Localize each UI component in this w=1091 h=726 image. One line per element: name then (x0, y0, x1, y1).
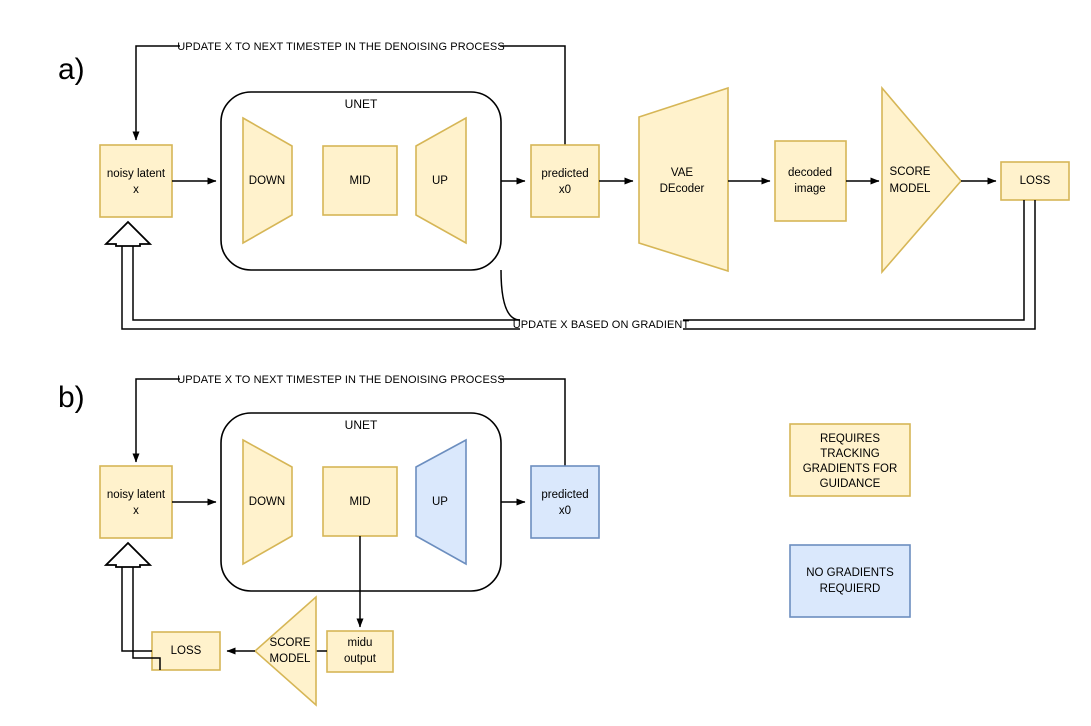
legend-requires-line-3: GRADIENTS FOR (803, 463, 898, 475)
panel-a-decoded-box (774, 140, 847, 222)
panel-a-predicted-box (530, 144, 600, 218)
panel-b-top-loop-left (132, 378, 180, 463)
panel-a-score-label-2: MODEL (890, 183, 932, 195)
panel-b-score-label-1: SCORE (270, 637, 311, 649)
panel-a: a) UPDATE X TO NEXT TIMESTEP IN THE DENO… (58, 41, 1070, 331)
panel-b-down-shape (242, 438, 293, 566)
panel-b-score-label-2: MODEL (270, 653, 312, 665)
legend-no-gradients-box (789, 544, 911, 618)
panel-b-midu-label-1: midu (348, 637, 373, 649)
panel-a-vae-label-1: VAE (671, 167, 693, 179)
panel-b-top-loop-right (500, 378, 566, 466)
panel-a-up-label: UP (432, 175, 448, 187)
panel-a-score-shape (881, 85, 963, 275)
panel-b-score-shape (253, 595, 317, 707)
panel-b-midu-box (326, 630, 394, 673)
panel-b-top-loop-label: UPDATE X TO NEXT TIMESTEP IN THE DENOISI… (177, 374, 505, 386)
panel-a-grad-line-outer (683, 200, 1036, 330)
panel-a-noisy-latent-label-1: noisy latent (107, 168, 166, 180)
panel-b: b) UPDATE X TO NEXT TIMESTEP IN THE DENO… (58, 374, 600, 707)
panel-a-bottom-loop-label: UPDATE X BASED ON GRADIENT (513, 319, 690, 331)
panel-b-block-arrow-head (103, 541, 153, 568)
panel-a-loss-label: LOSS (1020, 175, 1051, 187)
panel-a-grad-line-inner (683, 200, 1025, 321)
legend-requires-line-4: GUIDANCE (820, 478, 881, 490)
panel-b-noisy-latent-label-2: x (133, 505, 139, 517)
panel-a-up-shape (415, 116, 467, 245)
panel-a-label: a) (58, 53, 85, 86)
panel-b-up-label: UP (432, 496, 448, 508)
panel-b-noisy-latent-label-1: noisy latent (107, 489, 166, 501)
panel-a-vae-shape (638, 86, 729, 273)
panel-b-midu-label-2: output (344, 653, 377, 665)
panel-b-unet-title: UNET (345, 418, 378, 432)
panel-a-top-loop-label: UPDATE X TO NEXT TIMESTEP IN THE DENOISI… (177, 41, 505, 53)
panel-b-predicted-label-1: predicted (541, 489, 588, 501)
panel-a-decoded-label-1: decoded (788, 167, 832, 179)
panel-a-unet-title: UNET (345, 97, 378, 111)
panel-b-up-shape (415, 438, 467, 566)
panel-b-label: b) (58, 381, 85, 414)
panel-a-down-shape (242, 116, 293, 245)
panel-a-noisy-latent-label-2: x (133, 184, 139, 196)
panel-b-loss-label: LOSS (171, 645, 202, 657)
panel-b-mid-label: MID (349, 496, 370, 508)
panel-a-top-loop-left (132, 45, 180, 141)
panel-a-top-loop-right (500, 45, 566, 145)
legend-no-gradients-line-1: NO GRADIENTS (806, 567, 894, 579)
panel-a-down-label: DOWN (249, 175, 285, 187)
panel-b-predicted-label-2: x0 (559, 505, 571, 517)
legend-requires-line-1: REQUIRES (820, 433, 880, 445)
panel-a-predicted-label-2: x0 (559, 184, 571, 196)
legend: REQUIRES TRACKING GRADIENTS FOR GUIDANCE… (789, 423, 911, 618)
panel-b-down-label: DOWN (249, 496, 285, 508)
legend-no-gradients-line-2: REQUIERD (820, 583, 881, 595)
panel-b-predicted-box (530, 465, 600, 539)
panel-a-mid-shape (322, 145, 398, 216)
panel-a-mid-label: MID (349, 175, 370, 187)
panel-a-noisy-latent-box (99, 144, 173, 218)
panel-b-feedback-inner (132, 557, 161, 670)
panel-a-block-arrow-head (103, 220, 153, 247)
panel-a-grad-line-outer-left (121, 237, 520, 330)
panel-a-predicted-label-1: predicted (541, 168, 588, 180)
panel-a-decoded-label-2: image (794, 183, 825, 195)
panel-b-noisy-latent-box (99, 465, 173, 539)
panel-a-score-label-1: SCORE (890, 166, 931, 178)
panel-a-vae-label-2: DEcoder (660, 183, 705, 195)
panel-b-feedback-outer (121, 557, 152, 652)
legend-requires-gradients-box (789, 423, 911, 497)
panel-a-unet-elbow-inner (500, 269, 521, 321)
panel-a-grad-line-inner-left (132, 237, 520, 321)
legend-requires-line-2: TRACKING (820, 448, 879, 460)
